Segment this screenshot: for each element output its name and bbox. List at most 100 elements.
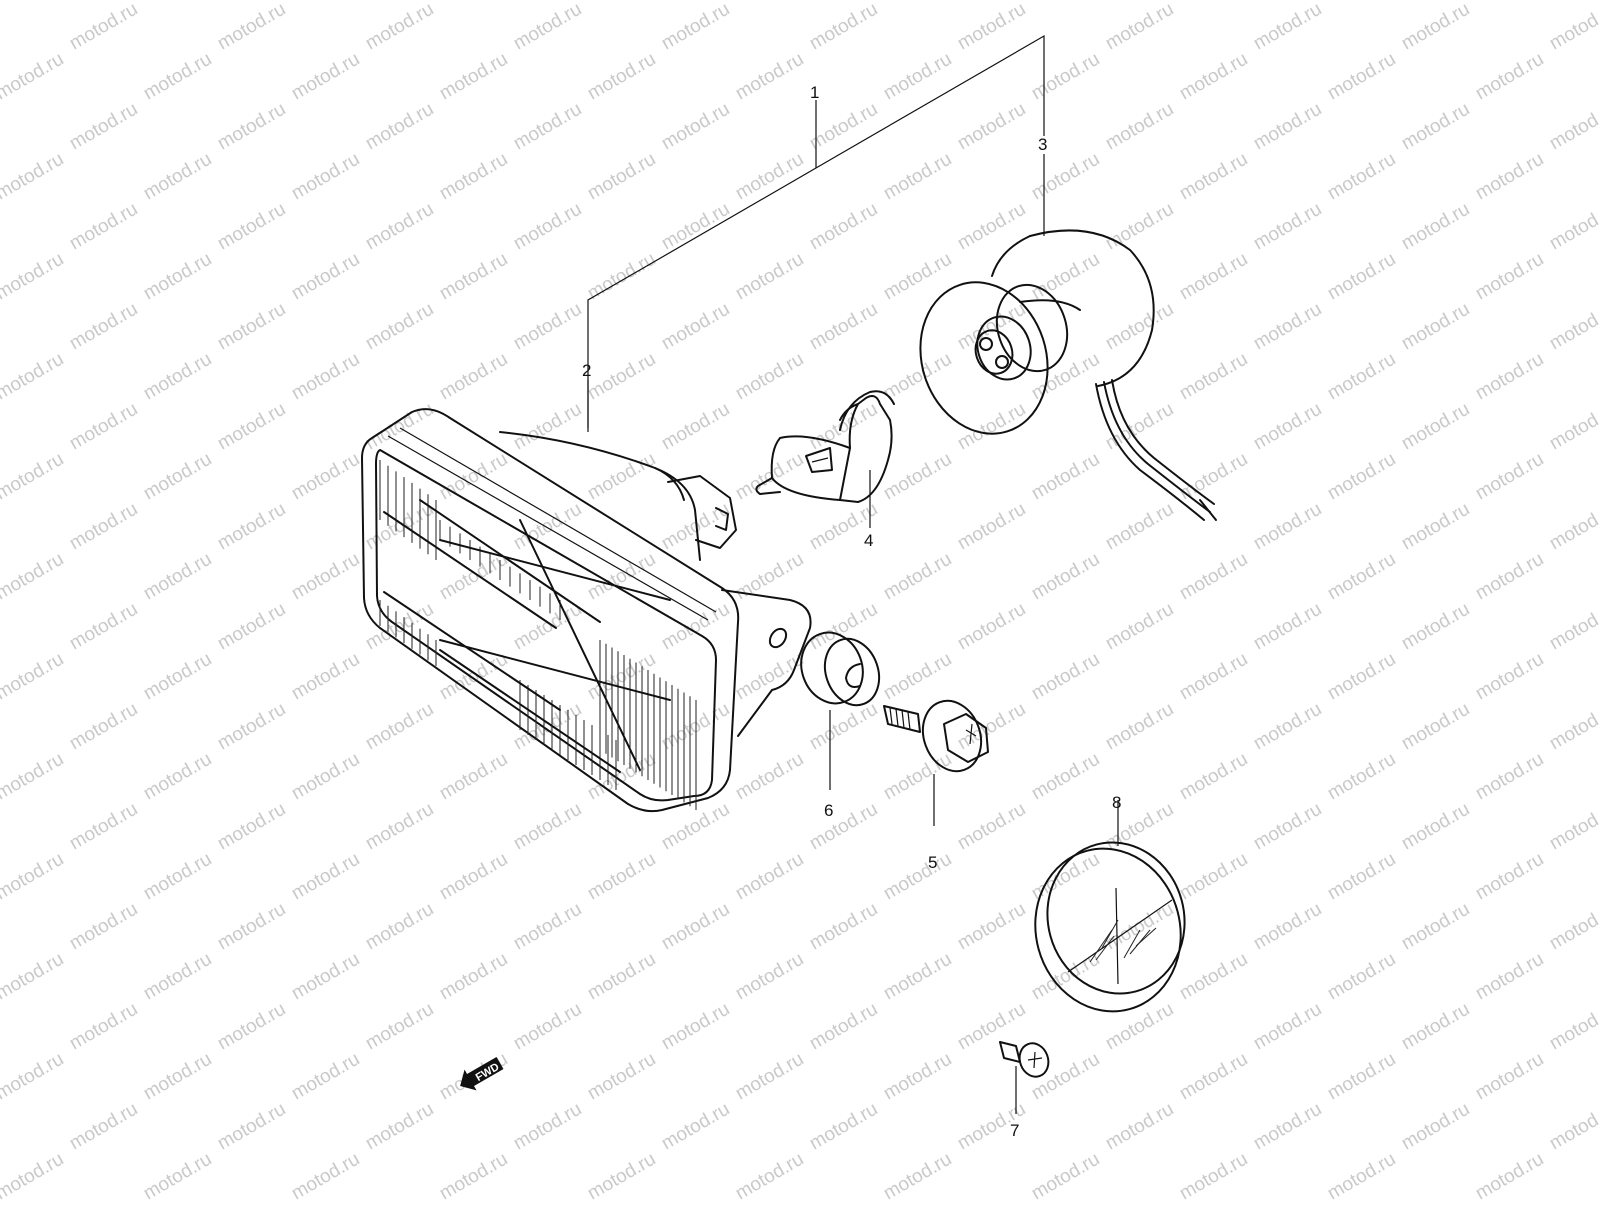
watermark-text: motod.ru bbox=[1176, 249, 1251, 305]
watermark-text: motod.ru bbox=[510, 399, 585, 455]
watermark-text: motod.ru bbox=[880, 849, 955, 905]
watermark-text: motod.ru bbox=[0, 49, 67, 105]
watermark-text: motod.ru bbox=[288, 1049, 363, 1105]
watermark-text: motod.ru bbox=[1250, 499, 1325, 555]
watermark-text: motod.ru bbox=[1102, 499, 1177, 555]
mounting-bolt[interactable] bbox=[883, 693, 991, 826]
watermark-text: motod.ru bbox=[214, 199, 289, 255]
watermark-text: motod.ru bbox=[0, 0, 67, 4]
watermark-text: motod.ru bbox=[1324, 749, 1399, 805]
watermark-text: motod.ru bbox=[510, 0, 585, 54]
callout-6: 6 bbox=[824, 801, 833, 820]
callout-4: 4 bbox=[864, 531, 873, 550]
watermark-text: motod.ru bbox=[1398, 899, 1473, 955]
watermark-text: motod.ru bbox=[880, 449, 955, 505]
watermark-text: motod.ru bbox=[0, 149, 67, 205]
small-screw[interactable] bbox=[999, 1039, 1053, 1114]
watermark-text: motod.ru bbox=[436, 0, 511, 4]
watermark-text: motod.ru bbox=[880, 349, 955, 405]
watermark-text: motod.ru bbox=[1398, 99, 1473, 155]
watermark-text: motod.ru bbox=[732, 149, 807, 205]
watermark-text: motod.ru bbox=[288, 149, 363, 205]
watermark-text: motod.ru bbox=[214, 599, 289, 655]
watermark-text: motod.ru bbox=[1176, 1049, 1251, 1105]
watermark-text: motod.ru bbox=[288, 1149, 363, 1200]
watermark-text: motod.ru bbox=[880, 549, 955, 605]
watermark-text: motod.ru bbox=[954, 799, 1029, 855]
watermark-text: motod.ru bbox=[1250, 699, 1325, 755]
watermark-text: motod.ru bbox=[658, 199, 733, 255]
watermark-text: motod.ru bbox=[732, 1149, 807, 1200]
watermark-text: motod.ru bbox=[0, 349, 67, 405]
watermark-text: motod.ru bbox=[1028, 49, 1103, 105]
watermark-text: motod.ru bbox=[436, 249, 511, 305]
watermark-text: motod.ru bbox=[1028, 1149, 1103, 1200]
watermark-text: motod.ru bbox=[214, 499, 289, 555]
watermark-text: motod.ru bbox=[584, 149, 659, 205]
watermark-text: motod.ru bbox=[288, 649, 363, 705]
watermark-text: motod.ru bbox=[0, 449, 67, 505]
watermark-text: motod.ru bbox=[658, 899, 733, 955]
watermark-text: motod.ru bbox=[1102, 699, 1177, 755]
watermark-text: motod.ru bbox=[362, 399, 437, 455]
watermark-text: motod.ru bbox=[1028, 649, 1103, 705]
cushion-grommet[interactable] bbox=[791, 624, 888, 790]
watermark-text: motod.ru bbox=[1546, 99, 1600, 155]
watermark-text: motod.ru bbox=[362, 1099, 437, 1155]
callout-1: 1 bbox=[810, 83, 819, 102]
watermark-text: motod.ru bbox=[1250, 99, 1325, 155]
watermark-text: motod.ru bbox=[880, 249, 955, 305]
watermark-text: motod.ru bbox=[954, 899, 1029, 955]
watermark-text: motod.ru bbox=[1102, 899, 1177, 955]
headlight-bulb[interactable] bbox=[755, 390, 895, 528]
watermark-text: motod.ru bbox=[880, 49, 955, 105]
watermark-text: motod.ru bbox=[0, 1149, 67, 1200]
watermark-text: motod.ru bbox=[1028, 149, 1103, 205]
watermark-text: motod.ru bbox=[1324, 649, 1399, 705]
watermark-text: motod.ru bbox=[732, 549, 807, 605]
headlight-housing[interactable] bbox=[361, 408, 812, 813]
watermark-text: motod.ru bbox=[880, 1049, 955, 1105]
watermark-text: motod.ru bbox=[66, 199, 141, 255]
watermark-text: motod.ru bbox=[362, 699, 437, 755]
watermark-text: motod.ru bbox=[436, 949, 511, 1005]
watermark-text: motod.ru bbox=[806, 1099, 881, 1155]
watermark-text: motod.ru bbox=[880, 649, 955, 705]
watermark-text: motod.ru bbox=[658, 299, 733, 355]
watermark-text: motod.ru bbox=[510, 899, 585, 955]
watermark-text: motod.ru bbox=[214, 0, 289, 54]
watermark-text: motod.ru bbox=[66, 799, 141, 855]
watermark-text: motod.ru bbox=[1250, 1099, 1325, 1155]
watermark-text: motod.ru bbox=[0, 749, 67, 805]
watermark-text: motod.ru bbox=[1398, 599, 1473, 655]
watermark-text: motod.ru bbox=[658, 399, 733, 455]
watermark-text: motod.ru bbox=[732, 749, 807, 805]
watermark-text: motod.ru bbox=[1102, 199, 1177, 255]
watermark-text: motod.ru bbox=[510, 999, 585, 1055]
watermark-text: motod.ru bbox=[66, 1099, 141, 1155]
watermark-text: motod.ru bbox=[436, 149, 511, 205]
watermark-text: motod.ru bbox=[1250, 599, 1325, 655]
watermark-text: motod.ru bbox=[1398, 1099, 1473, 1155]
bulb-socket-cover[interactable] bbox=[901, 229, 1217, 521]
watermark-text: motod.ru bbox=[510, 199, 585, 255]
watermark-text: motod.ru bbox=[1546, 699, 1600, 755]
watermark-text: motod.ru bbox=[732, 249, 807, 305]
watermark-text: motod.ru bbox=[0, 549, 67, 605]
watermark-text: motod.ru bbox=[0, 249, 67, 305]
watermark-text: motod.ru bbox=[510, 99, 585, 155]
watermark-text: motod.ru bbox=[66, 399, 141, 455]
watermark-text: motod.ru bbox=[0, 949, 67, 1005]
watermark-text: motod.ru bbox=[140, 1149, 215, 1200]
watermark-text: motod.ru bbox=[806, 599, 881, 655]
headlight-cap[interactable] bbox=[1017, 800, 1201, 1028]
watermark-text: motod.ru bbox=[806, 899, 881, 955]
watermark-text: motod.ru bbox=[584, 949, 659, 1005]
watermark-text: motod.ru bbox=[362, 499, 437, 555]
callout-2: 2 bbox=[582, 361, 591, 380]
watermark-text: motod.ru bbox=[1324, 0, 1399, 4]
watermark-text: motod.ru bbox=[1324, 349, 1399, 405]
watermark-text: motod.ru bbox=[1324, 549, 1399, 605]
watermark-text: motod.ru bbox=[1102, 299, 1177, 355]
watermark-text: motod.ru bbox=[880, 749, 955, 805]
